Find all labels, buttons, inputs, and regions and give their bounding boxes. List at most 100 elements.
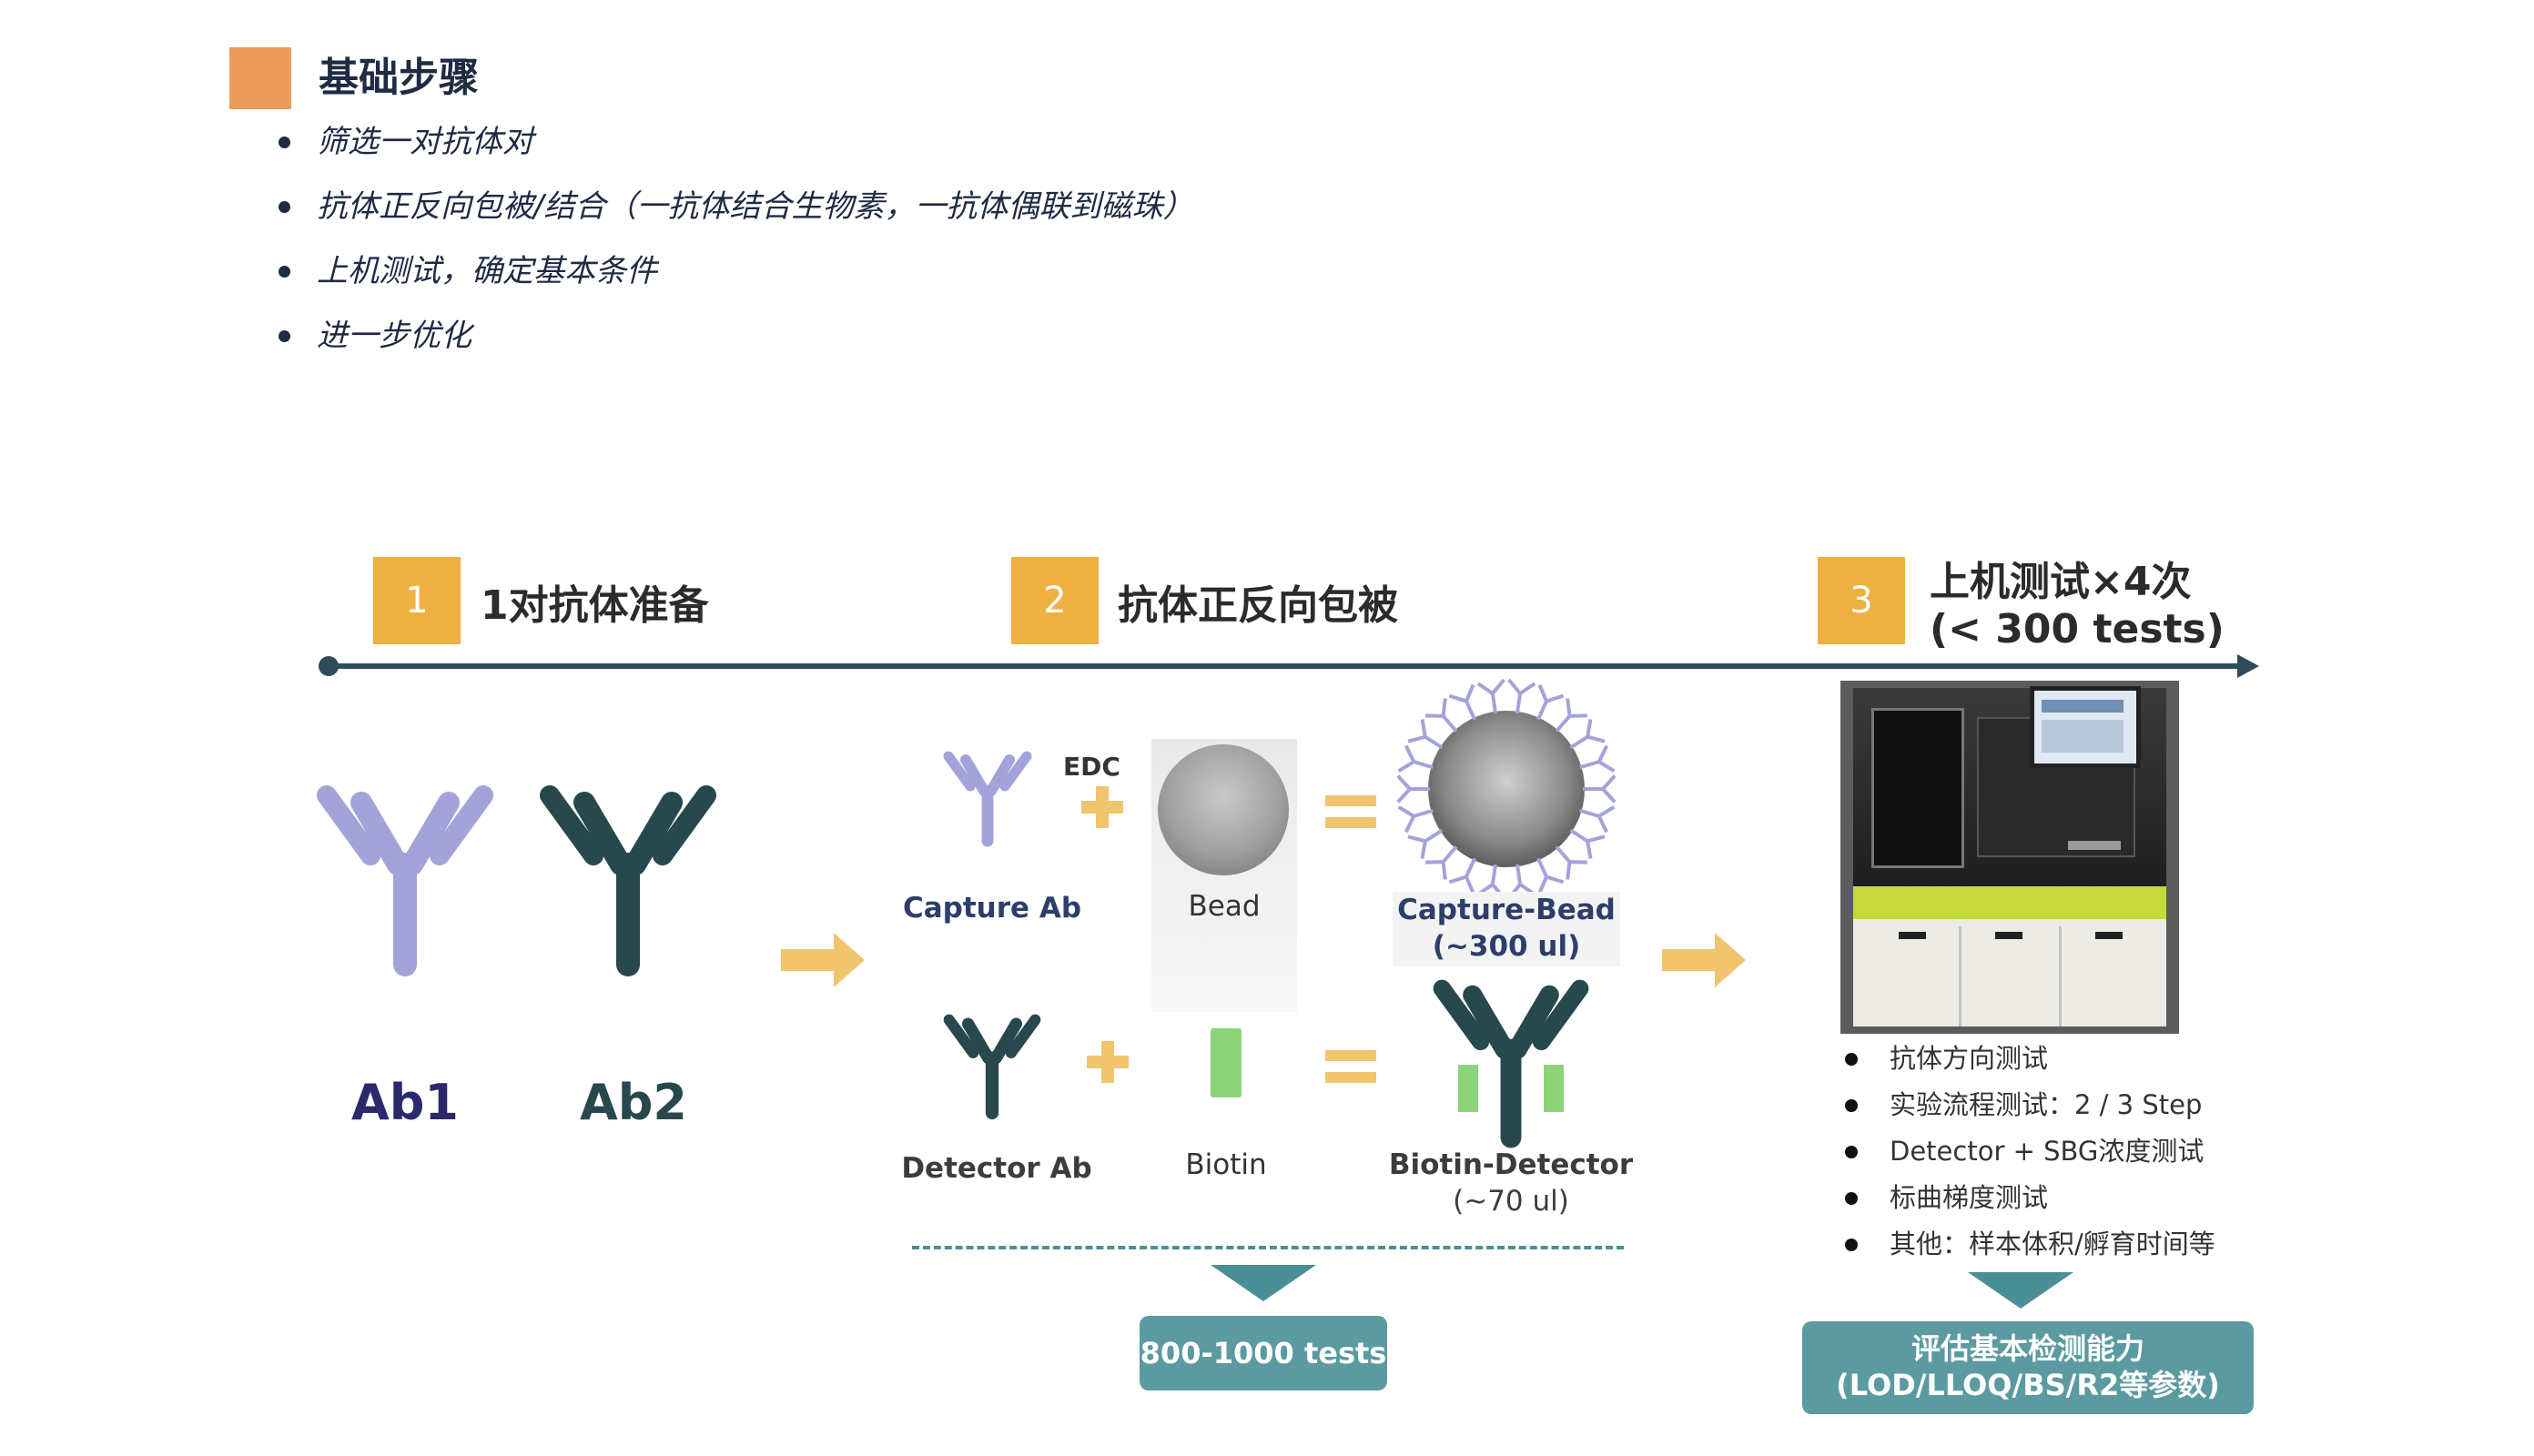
dashed-divider: [912, 1246, 1624, 1249]
instrument-window: [1871, 708, 1964, 868]
ab1-antibody-icon: [327, 795, 483, 965]
list-item-text: Detector + SBG浓度测试: [1890, 1136, 2205, 1167]
section-title: 基础步骤: [319, 55, 479, 101]
steps-list: 筛选一对抗体对 抗体正反向包被/结合（一抗体结合生物素，一抗体偶联到磁珠） 上机…: [273, 115, 1193, 373]
timeline-start-dot: [319, 656, 339, 676]
arrow-right-icon: [781, 933, 865, 987]
ab2-label: Ab2: [579, 1074, 688, 1131]
bead-antibody-spike: [1448, 683, 1476, 721]
capture-ab-label: Capture Ab: [902, 892, 1082, 925]
biotin-label: Biotin: [1185, 1148, 1267, 1181]
list-item-text: 实验流程测试：2 / 3 Step: [1890, 1089, 2203, 1120]
bead-label: Bead: [1188, 890, 1261, 923]
list-item-text: 标曲梯度测试: [1890, 1182, 2049, 1213]
bead-antibody-spike: [1397, 744, 1434, 773]
list-item: Detector + SBG浓度测试: [1839, 1128, 2215, 1175]
step-1-number: 1: [373, 557, 461, 644]
door-handle-icon: [1899, 932, 1926, 939]
equals-icon: [1325, 1050, 1376, 1083]
bead-antibody-spike: [1555, 698, 1587, 733]
bullet-dot: [279, 136, 290, 148]
timeline-line: [328, 663, 2239, 669]
list-item: 实验流程测试：2 / 3 Step: [1839, 1082, 2215, 1128]
step-2-label: 抗体正反向包被: [1118, 582, 1398, 629]
bead-antibody-spike: [1579, 805, 1616, 834]
bead-antibody-spike: [1448, 857, 1476, 895]
edc-label: EDC: [1063, 752, 1120, 782]
list-item: 进一步优化: [273, 308, 1193, 373]
capture-bead-label: Capture-Bead: [1397, 894, 1616, 926]
biotin-detector-icon: [1442, 988, 1579, 1138]
instrument-lime-band: [1853, 886, 2166, 919]
bullet-dot: [279, 330, 290, 342]
bullet-dot: [1845, 1053, 1858, 1066]
bullet-dot: [1845, 1146, 1858, 1158]
biotin-detector-figure: [1420, 974, 1602, 1156]
step-3-label-line1: 上机测试×4次: [1930, 559, 2192, 605]
biotin-detector-volume: (~70 ul): [1453, 1185, 1569, 1218]
door-handle-icon: [2095, 932, 2123, 939]
bead-antibody-spike: [1536, 683, 1565, 721]
capture-ab-icon: [948, 756, 1027, 841]
bead-icon: [1158, 744, 1289, 875]
capture-ab-figure: [938, 748, 1038, 857]
instrument-screen-icon: [2030, 686, 2141, 768]
ab2-antibody-icon: [550, 795, 706, 965]
bead-antibody-spike: [1407, 828, 1444, 859]
list-item: 上机测试，确定基本条件: [273, 244, 1193, 308]
list-item-text: 抗体正反向包被/结合（一抗体结合生物素，一抗体偶联到磁珠）: [317, 188, 1194, 225]
step-2-number: 2: [1011, 557, 1099, 644]
door-divider: [1959, 926, 1961, 1026]
step-3-number: 3: [1818, 557, 1905, 644]
capture-bead-icon: [1396, 678, 1617, 900]
bead-antibody-spike: [1579, 744, 1616, 773]
list-item-text: 抗体方向测试: [1890, 1043, 2049, 1074]
bead-antibody-spike: [1476, 678, 1505, 714]
testing-list: 抗体方向测试 实验流程测试：2 / 3 Step Detector + SBG浓…: [1839, 1036, 2215, 1268]
door-handle-icon: [1995, 932, 2022, 939]
list-item-text: 上机测试，确定基本条件: [317, 253, 657, 289]
bead-antibody-spike: [1396, 774, 1430, 804]
bead-antibody-spike: [1536, 857, 1565, 895]
plus-icon: [1081, 786, 1123, 828]
evaluation-line1: 评估基本检测能力: [1911, 1331, 2144, 1366]
list-item: 筛选一对抗体对: [273, 115, 1193, 179]
list-item: 抗体正反向包被/结合（一抗体结合生物素，一抗体偶联到磁珠）: [273, 179, 1193, 244]
bead-antibody-spike: [1569, 719, 1606, 750]
evaluation-badge: 评估基本检测能力 (LOD/LLOQ/BS/R2等参数): [1802, 1321, 2254, 1414]
biotin-detector-label: Biotin-Detector: [1388, 1148, 1634, 1181]
equals-icon: [1325, 795, 1376, 828]
bullet-dot: [1845, 1239, 1858, 1251]
step-1-label: 1对抗体准备: [481, 582, 709, 629]
instrument-logo: [2068, 841, 2121, 850]
bullet-dot: [279, 266, 290, 278]
tests-badge: 800-1000 tests: [1140, 1316, 1387, 1390]
screen-bar: [2042, 700, 2123, 713]
instrument-image: [1840, 681, 2179, 1034]
bead-antibody-spike: [1425, 845, 1458, 880]
arrow-right-icon: [1662, 933, 1746, 987]
list-item: 标曲梯度测试: [1839, 1175, 2215, 1221]
list-item-text: 筛选一对抗体对: [317, 124, 533, 160]
detector-ab-label: Detector Ab: [901, 1152, 1092, 1185]
down-triangle-icon: [1211, 1265, 1316, 1301]
timeline-arrowhead-icon: [2237, 654, 2259, 678]
list-item-text: 其他：样本体积/孵育时间等: [1890, 1228, 2215, 1259]
section-marker: [229, 47, 291, 109]
door-divider: [2059, 926, 2062, 1026]
bead-antibody-spike: [1583, 774, 1617, 804]
detector-ab-figure: [938, 1010, 1047, 1128]
ab1-label: Ab1: [350, 1074, 460, 1131]
capture-bead-volume: (~300 ul): [1432, 930, 1581, 963]
plus-icon: [1087, 1041, 1129, 1083]
bead-antibody-spike: [1555, 845, 1587, 880]
capture-bead-label-bg: [1393, 892, 1620, 966]
bullet-dot: [279, 201, 290, 213]
bullet-dot: [1845, 1099, 1858, 1112]
bead-antibody-spike: [1425, 698, 1458, 733]
list-item: 抗体方向测试: [1839, 1036, 2215, 1082]
antibody-pair-figure: [300, 774, 737, 992]
down-triangle-icon: [1968, 1272, 2073, 1309]
evaluation-line2: (LOD/LLOQ/BS/R2等参数): [1836, 1368, 2220, 1402]
bead-antibody-spike: [1507, 678, 1536, 714]
